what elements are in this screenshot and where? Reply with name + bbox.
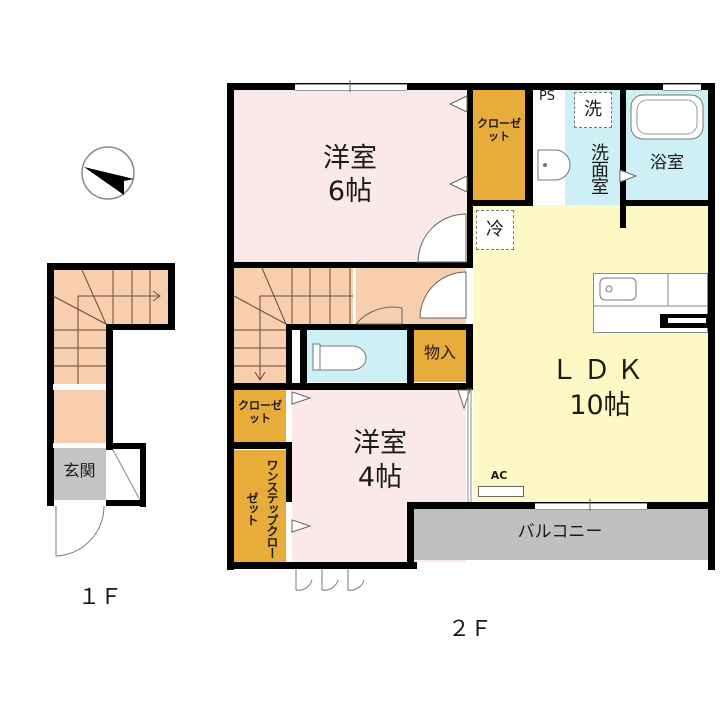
ldk [473, 205, 708, 502]
closet-left-label: クローゼット [238, 399, 282, 425]
western-room-4-lower [292, 504, 410, 562]
refrigerator-mark: 冷 [476, 210, 514, 250]
window-bathroom [663, 84, 701, 91]
closet-top-label: クローゼット [477, 117, 521, 143]
western-room-6-size: 6帖 [327, 176, 373, 207]
closet-left [234, 390, 286, 442]
bathroom-label: 浴室 [650, 153, 684, 173]
washer-mark: 洗 [574, 92, 612, 128]
floor-label-2f: ２Ｆ [447, 617, 492, 642]
balcony-label: バルコニー [517, 522, 603, 542]
storage-label: 物入 [423, 343, 456, 362]
ac-unit-icon [478, 486, 524, 497]
western-room-4-size: 4帖 [357, 462, 403, 493]
entrance-label: 玄関 [63, 461, 96, 480]
window-top-room6 [295, 84, 407, 91]
floor-label-1f: １Ｆ [77, 585, 122, 610]
one-step-closet-label: ワンステップクローゼット [245, 458, 279, 558]
entrance-area [53, 448, 106, 500]
ldk-name: ＬＤＫ [550, 355, 650, 386]
kitchen-vent [668, 318, 706, 323]
storage [414, 330, 466, 382]
balcony [414, 508, 708, 560]
stairs-1f [53, 270, 168, 324]
pipe-space-mark: PS [535, 89, 559, 110]
washroom-label: 洗面室 [588, 142, 609, 194]
north-arrow-icon [80, 145, 136, 201]
western-room-6-name: 洋室 [323, 143, 377, 174]
ldk-size: 10帖 [569, 390, 631, 421]
closet-top [473, 90, 525, 200]
one-step-closet [234, 450, 286, 562]
western-room-4-name: 洋室 [353, 428, 407, 459]
window-balcony [535, 503, 647, 510]
ac-mark: AC [490, 469, 508, 482]
